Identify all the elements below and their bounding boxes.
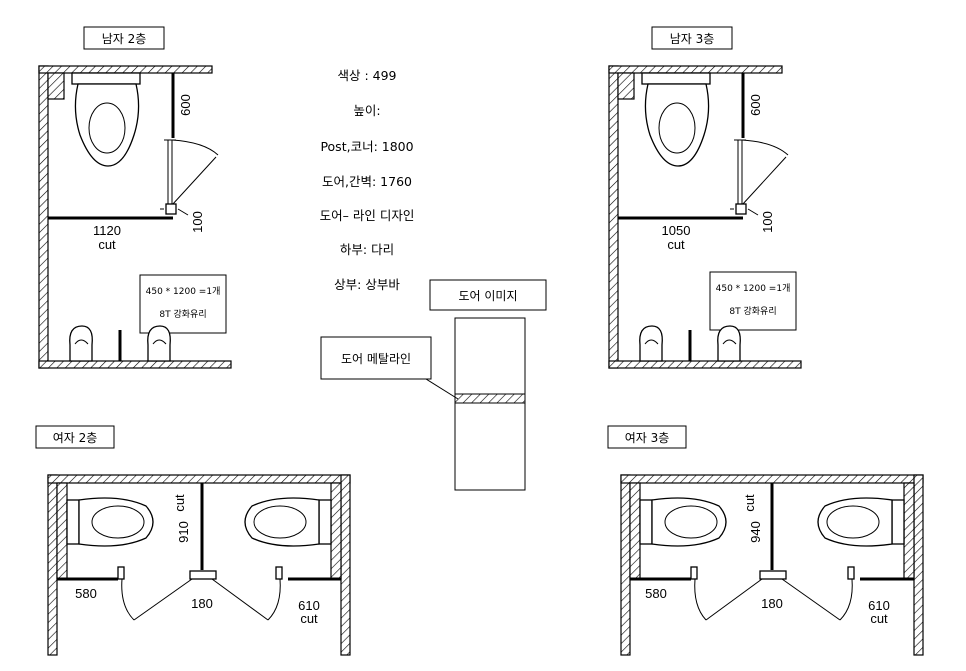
women-3f-plan: 여자 3층 940 cut: [607, 425, 924, 656]
men-3f-door-icon: [730, 139, 789, 215]
women-2f-left-pipe: [56, 482, 68, 580]
men-2f-plan: 남자 2층 600 100 1120 cut: [38, 26, 232, 369]
women-3f-title: 여자 3층: [625, 431, 670, 445]
men-2f-urinal-icon: [69, 325, 93, 362]
women-3f-right-pipe: [903, 482, 915, 580]
men-2f-glass-size: 450 * 1200 =1개: [146, 286, 221, 297]
women-2f-title-box: [35, 425, 115, 449]
women-2f-dim-left: 580: [75, 586, 97, 601]
door-image-title: 도어 이미지: [458, 289, 517, 303]
spec-bottom: 하부: 다리: [340, 242, 394, 257]
men-3f-dim-depth: 600: [748, 94, 763, 116]
women-3f-top-wall: [620, 474, 924, 484]
men-2f-door-icon: [160, 139, 219, 215]
women-3f-dim-center: 180: [761, 596, 783, 611]
men-3f-plan: 남자 3층 600 100 1050 cut 450 * 1200 =1개 8T: [608, 26, 802, 369]
women-3f-dim-depth: 940: [748, 521, 763, 543]
men-3f-bottom-wall: [608, 360, 802, 369]
women-3f-door-icon-right: [781, 566, 855, 621]
spec-height: 높이:: [353, 103, 380, 118]
men-3f-toilet-icon: [641, 72, 711, 167]
spec-door-partition: 도어,간벽: 1760: [322, 174, 412, 189]
women-2f-door-icon-right: [211, 566, 283, 621]
women-3f-toilet-icon-right: [817, 497, 905, 547]
men-3f-glass-size: 450 * 1200 =1개: [716, 283, 791, 294]
men-3f-glass-type: 8T 강화유리: [729, 306, 776, 317]
women-2f-dim-center: 180: [191, 596, 213, 611]
men-2f-dim-width-note: cut: [98, 237, 116, 252]
men-3f-glass-note-box: [709, 271, 797, 331]
women-3f-dim-left: 580: [645, 586, 667, 601]
men-2f-dim-width: 1120: [93, 223, 121, 238]
men-3f-title: 남자 3층: [670, 32, 715, 46]
door-metal-line-box: [320, 336, 432, 380]
men-2f-urinal-icon-2: [147, 325, 171, 362]
men-3f-corner-block: [617, 72, 635, 100]
men-3f-dim-width-note: cut: [667, 237, 685, 252]
women-2f-top-wall: [47, 474, 351, 484]
women-2f-dim-depth: 910: [176, 521, 191, 543]
door-image-title-box: [429, 279, 547, 311]
women-2f-plan: 여자 2층 910 cut: [35, 425, 351, 656]
men-2f-dim-post: 100: [190, 211, 205, 233]
men-2f-top-wall: [38, 65, 213, 74]
men-3f-dim-width: 1050: [662, 223, 691, 238]
women-2f-dim-right: 610: [298, 598, 320, 613]
women-2f-dim-right-note: cut: [300, 611, 318, 626]
women-3f-dim-right: 610: [868, 598, 890, 613]
spec-post-corner: Post,코너: 1800: [320, 139, 413, 154]
women-3f-toilet-icon-left: [639, 497, 727, 547]
door-panel: [454, 317, 526, 491]
women-2f-right-wall: [340, 474, 351, 656]
women-2f-left-wall: [47, 474, 58, 656]
men-2f-title-box: [83, 26, 165, 50]
men-2f-dim-depth: 600: [178, 94, 193, 116]
men-3f-dim-post: 100: [760, 211, 775, 233]
men-2f-title: 남자 2층: [102, 32, 147, 46]
men-3f-urinal-icon: [639, 325, 663, 362]
door-image-section: 도어 이미지 도어 메탈라인: [320, 279, 547, 491]
women-2f-dim-depth-note: cut: [172, 494, 187, 512]
spec-notes: 색상 : 499 높이: Post,코너: 1800 도어,간벽: 1760 도…: [320, 68, 415, 292]
door-metal-line-band: [454, 393, 526, 404]
women-2f-toilet-icon-right: [244, 497, 332, 547]
women-3f-left-pipe: [629, 482, 641, 580]
women-3f-dim-right-note: cut: [870, 611, 888, 626]
men-3f-top-wall: [608, 65, 783, 74]
women-3f-right-wall: [913, 474, 924, 656]
women-2f-right-pipe: [330, 482, 342, 580]
door-metal-line-leader: [425, 378, 459, 400]
door-metal-line-label: 도어 메탈라인: [341, 352, 411, 366]
women-3f-left-wall: [620, 474, 631, 656]
spec-top: 상부: 상부바: [334, 277, 400, 292]
men-3f-urinal-icon-2: [717, 325, 741, 362]
women-2f-door-icon-left: [117, 566, 217, 621]
women-3f-door-icon-left: [690, 566, 787, 621]
men-3f-left-wall: [608, 65, 619, 369]
women-2f-toilet-icon-left: [66, 497, 154, 547]
men-2f-left-wall: [38, 65, 49, 369]
men-2f-glass-note-box: [139, 274, 227, 334]
men-2f-bottom-wall: [38, 360, 232, 369]
women-2f-title: 여자 2층: [53, 431, 98, 445]
spec-color: 색상 : 499: [337, 68, 396, 83]
men-2f-toilet-icon: [71, 72, 141, 167]
men-2f-glass-type: 8T 강화유리: [159, 309, 206, 320]
men-3f-title-box: [651, 26, 733, 50]
spec-door-design: 도어– 라인 디자인: [320, 208, 415, 223]
women-3f-title-box: [607, 425, 687, 449]
women-3f-dim-depth-note: cut: [742, 494, 757, 512]
men-2f-corner-block: [47, 72, 65, 100]
